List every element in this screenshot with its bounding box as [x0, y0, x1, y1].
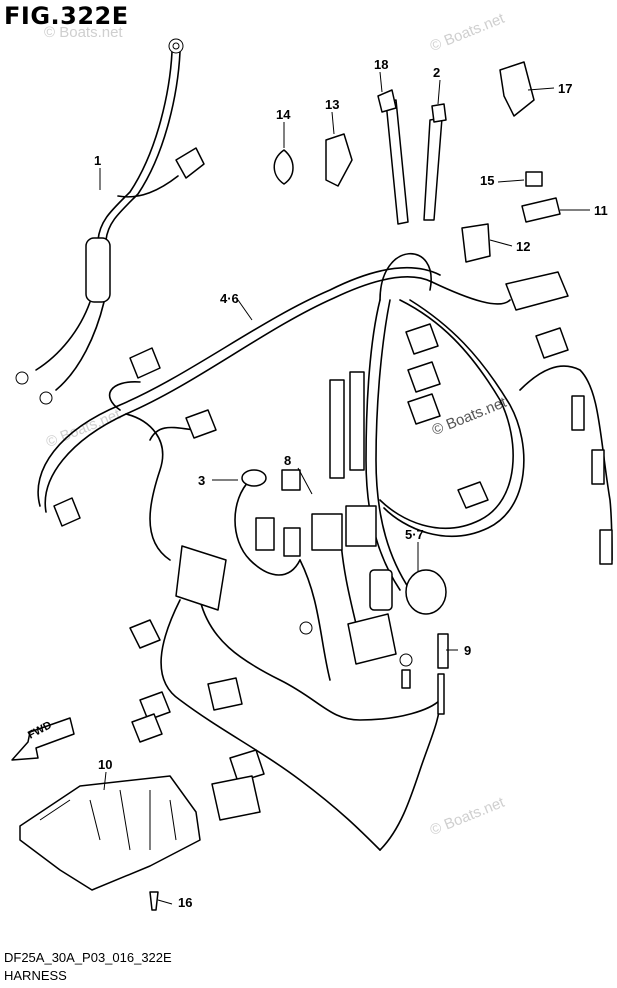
battery-cable-part-1 — [15, 38, 205, 405]
callout-11: 11 — [594, 203, 608, 218]
callout-12: 12 — [516, 239, 531, 254]
figure-title: FIG.322E — [4, 2, 129, 30]
watermark: © Boats.net — [44, 24, 123, 41]
bracket-part-10 — [19, 775, 201, 891]
small-parts — [149, 61, 561, 911]
fwd-arrow — [11, 717, 75, 761]
callout-14: 14 — [276, 107, 291, 122]
callout-5-7: 5·7 — [405, 527, 424, 542]
callout-leaders — [99, 71, 590, 905]
main-harness-part-4-6 — [37, 252, 613, 851]
callout-3: 3 — [198, 473, 206, 488]
callout-8: 8 — [284, 453, 292, 468]
callout-4-6: 4·6 — [220, 291, 239, 306]
diagram-name: HARNESS — [4, 968, 67, 983]
diagram-code: DF25A_30A_P03_016_322E — [4, 950, 172, 965]
callout-1: 1 — [94, 153, 102, 168]
callout-18: 18 — [374, 57, 389, 72]
callout-9: 9 — [464, 643, 472, 658]
harness-connectors — [53, 271, 613, 821]
callout-10: 10 — [98, 757, 113, 772]
callout-15: 15 — [480, 173, 495, 188]
callout-2: 2 — [433, 65, 441, 80]
callout-17: 17 — [558, 81, 573, 96]
callout-13: 13 — [325, 97, 340, 112]
callout-16: 16 — [178, 895, 193, 910]
